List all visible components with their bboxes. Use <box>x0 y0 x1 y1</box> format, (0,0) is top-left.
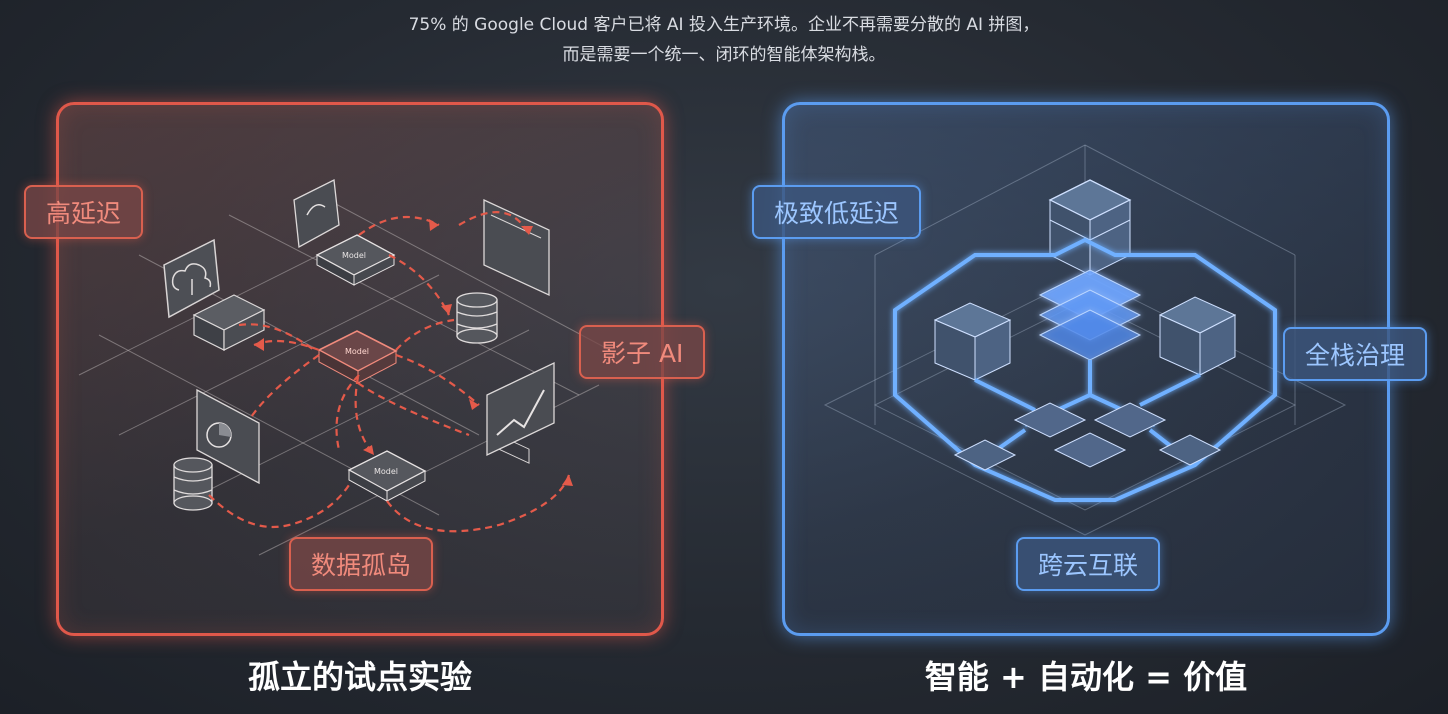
left-server-stack <box>933 302 1012 381</box>
server-block-icon <box>192 294 266 351</box>
chip-icon <box>953 434 1222 471</box>
intro-text: 75% 的 Google Cloud 客户已将 AI 投入生产环境。企业不再需要… <box>0 10 1448 70</box>
pie-chart-window-icon <box>196 388 260 485</box>
intro-line-2: 而是需要一个统一、闭环的智能体架构栈。 <box>562 45 886 65</box>
left-caption: 孤立的试点实验 <box>247 658 472 696</box>
model-chip-center: Model <box>317 330 398 384</box>
unified-stack-panel: 极致低延迟 全栈治理 跨云互联 <box>752 102 1428 636</box>
unified-architecture-illustration <box>823 144 1347 536</box>
dashboard-window-icon <box>483 198 550 464</box>
right-server-stack <box>1158 296 1237 376</box>
low-latency-tag: 极致低延迟 <box>752 185 922 239</box>
right-caption: 智能 + 自动化 = 价值 <box>924 658 1248 696</box>
chip-label-bottom: Model <box>374 467 398 476</box>
data-silos-tag: 数据孤岛 <box>289 537 434 591</box>
chip-label-center: Model <box>345 347 369 356</box>
database-icon <box>456 292 498 344</box>
high-latency-tag: 高延迟 <box>24 185 144 239</box>
cloud-upload-icon <box>163 238 220 319</box>
chip-label-top: Model <box>342 251 366 260</box>
fragmented-architecture-illustration: Model Model Model <box>78 179 620 556</box>
arrowheads <box>254 219 573 486</box>
model-chip-bottom: Model <box>347 450 427 502</box>
network-node <box>1013 402 1167 468</box>
pilot-experiments-panel: Model Model Model <box>24 102 706 636</box>
line-chart-icon <box>486 361 555 457</box>
full-stack-governance-tag: 全栈治理 <box>1283 327 1428 381</box>
model-chip-top: Model <box>315 234 396 286</box>
database-icon <box>173 457 213 511</box>
cross-cloud-interconnect-tag: 跨云互联 <box>1016 537 1161 591</box>
document-icon <box>293 179 340 249</box>
shadow-ai-tag: 影子 AI <box>579 325 706 379</box>
central-server-stack <box>1038 179 1142 361</box>
intro-line-1: 75% 的 Google Cloud 客户已将 AI 投入生产环境。企业不再需要… <box>408 15 1040 35</box>
